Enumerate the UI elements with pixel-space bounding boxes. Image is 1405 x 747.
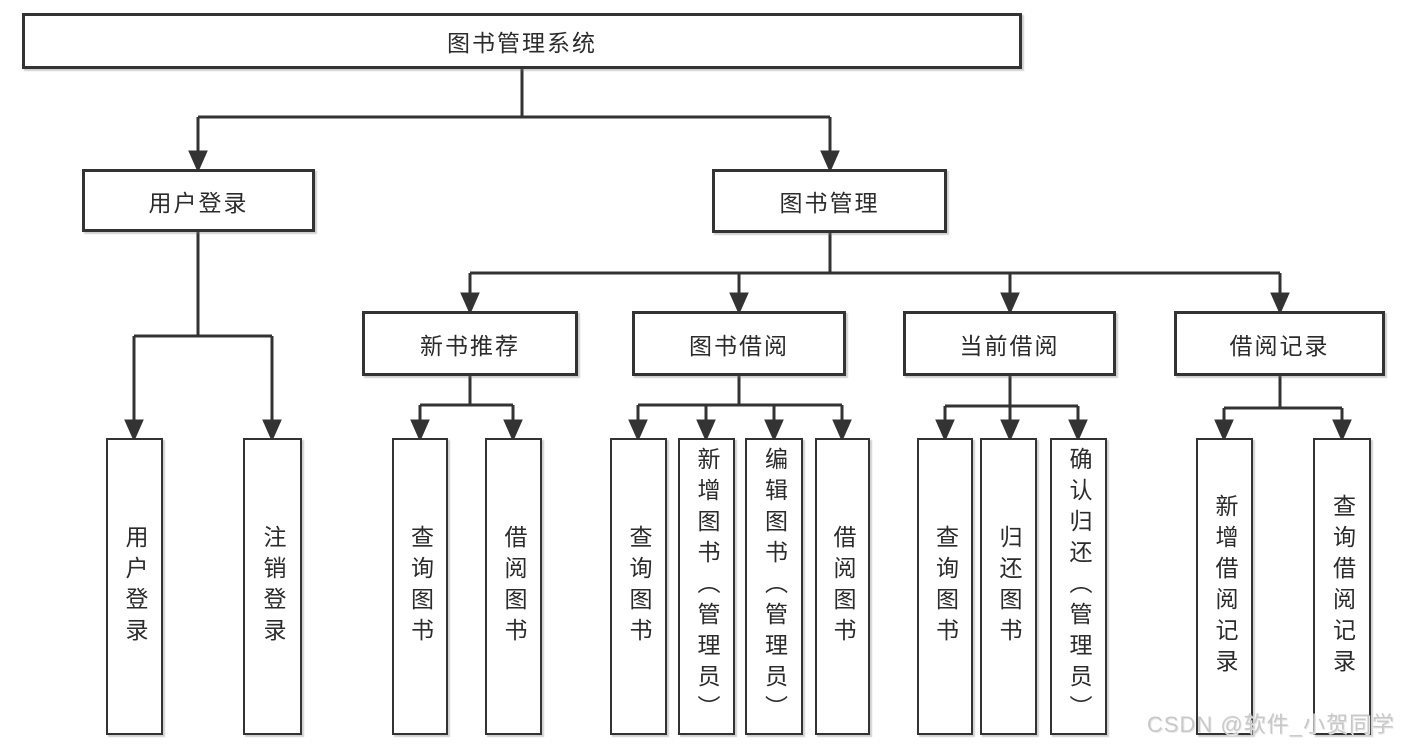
- connector-borrow-to-leaves: [628, 376, 852, 442]
- leaf-newbooks-borrow: 借阅图书: [485, 438, 542, 735]
- node-root: 图书管理系统: [22, 13, 1022, 69]
- connector-root-to-level2: [188, 69, 840, 173]
- leaf-current-return-label: 归还图书: [996, 524, 1022, 649]
- leaf-borrow-edit-admin: 编辑图书（管理员）: [745, 438, 803, 735]
- leaf-logout-label: 注销登录: [260, 524, 286, 649]
- leaf-records-query-label: 查询借阅记录: [1329, 493, 1356, 680]
- node-current-borrow: 当前借阅: [903, 311, 1116, 376]
- leaf-newbooks-borrow-label: 借阅图书: [501, 524, 527, 649]
- leaf-current-query-label: 查询图书: [932, 524, 959, 649]
- leaf-records-add-label: 新增借阅记录: [1212, 493, 1238, 680]
- leaf-current-query: 查询图书: [917, 438, 973, 735]
- leaf-borrow-edit-admin-label: 编辑图书（管理员）: [761, 447, 788, 726]
- node-root-label: 图书管理系统: [447, 30, 597, 56]
- leaf-records-query: 查询借阅记录: [1313, 438, 1371, 735]
- node-new-books-label: 新书推荐: [420, 332, 520, 359]
- leaf-logout: 注销登录: [243, 438, 302, 735]
- node-book-mgmt-label: 图书管理: [779, 190, 880, 216]
- leaf-borrow-query-label: 查询图书: [626, 524, 652, 649]
- node-user-login: 用户登录: [82, 169, 315, 232]
- connector-newbooks-to-leaves: [410, 376, 523, 442]
- leaf-borrow-borrow-label: 借阅图书: [830, 524, 856, 649]
- node-new-books: 新书推荐: [362, 311, 578, 376]
- leaf-current-confirm-admin-label: 确认归还（管理员）: [1066, 447, 1092, 726]
- connector-current-to-leaves: [935, 376, 1088, 442]
- leaf-current-return: 归还图书: [980, 438, 1037, 735]
- node-book-borrow: 图书借阅: [632, 311, 846, 376]
- leaf-borrow-add-admin-label: 新增图书（管理员）: [694, 447, 720, 726]
- csdn-watermark: CSDN @软件_小贺同学: [1146, 712, 1395, 737]
- leaf-current-confirm-admin: 确认归还（管理员）: [1050, 438, 1107, 735]
- node-book-borrow-label: 图书借阅: [689, 332, 789, 359]
- connector-bookmgmt-to-level3: [460, 233, 1290, 315]
- node-current-borrow-label: 当前借阅: [959, 332, 1060, 359]
- connector-userlogin-to-leaves: [124, 232, 282, 442]
- node-borrow-records: 借阅记录: [1174, 311, 1385, 376]
- leaf-newbooks-query: 查询图书: [392, 438, 448, 735]
- node-user-login-label: 用户登录: [148, 189, 249, 216]
- leaf-borrow-add-admin: 新增图书（管理员）: [678, 438, 735, 735]
- connector-records-to-leaves: [1214, 376, 1352, 442]
- leaf-user-login: 用户登录: [106, 438, 163, 735]
- leaf-borrow-borrow: 借阅图书: [815, 438, 870, 735]
- leaf-newbooks-query-label: 查询图书: [407, 524, 434, 649]
- leaf-borrow-query: 查询图书: [610, 438, 667, 735]
- node-borrow-records-label: 借阅记录: [1229, 332, 1330, 359]
- node-book-mgmt: 图书管理: [712, 169, 947, 233]
- leaf-records-add: 新增借阅记录: [1196, 438, 1253, 735]
- leaf-user-login-label: 用户登录: [122, 524, 148, 649]
